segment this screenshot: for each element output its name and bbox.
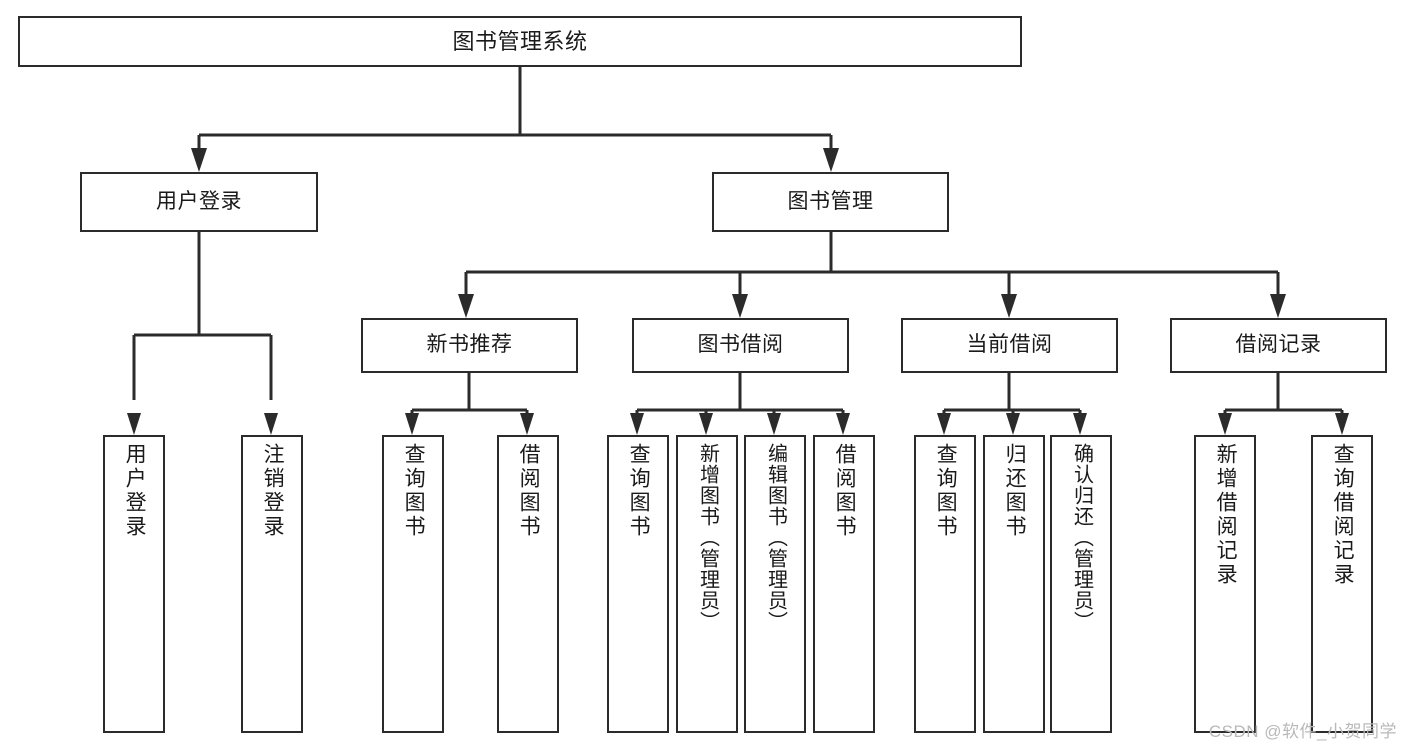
leaf-add-borrow-record[interactable]: 新增借阅记录 [1194, 435, 1256, 733]
leaf-borrow-book-recommend[interactable]: 借阅图书 [497, 435, 559, 733]
node-label: 图书借阅 [697, 333, 784, 357]
leaf-add-book-admin[interactable]: 新增图书（管理员） [676, 435, 738, 733]
leaf-logout[interactable]: 注销登录 [241, 435, 303, 733]
leaf-query-borrow-record[interactable]: 查询借阅记录 [1311, 435, 1373, 733]
leaf-confirm-return-admin[interactable]: 确认归还（管理员） [1050, 435, 1112, 733]
node-label: 新增图书（管理员） [696, 443, 719, 632]
node-root-system[interactable]: 图书管理系统 [18, 16, 1022, 67]
node-label: 新增借阅记录 [1214, 443, 1238, 587]
node-label: 借阅记录 [1235, 333, 1322, 357]
leaf-query-book-recommend[interactable]: 查询图书 [382, 435, 444, 733]
node-label: 归还图书 [1003, 443, 1027, 539]
node-book-borrow[interactable]: 图书借阅 [632, 318, 849, 373]
node-label: 查询借阅记录 [1331, 443, 1355, 587]
leaf-user-login[interactable]: 用户登录 [103, 435, 165, 733]
node-label: 借阅图书 [833, 443, 857, 539]
node-label: 编辑图书（管理员） [764, 443, 787, 632]
node-label: 查询图书 [627, 443, 651, 539]
leaf-return-book[interactable]: 归还图书 [983, 435, 1045, 733]
csdn-watermark: CSDN @软件_小贺同学 [1208, 722, 1397, 741]
node-label: 当前借阅 [966, 333, 1053, 357]
node-user-login[interactable]: 用户登录 [80, 172, 318, 232]
node-label: 注销登录 [261, 443, 285, 539]
node-borrow-record[interactable]: 借阅记录 [1170, 318, 1387, 373]
leaf-borrow-book[interactable]: 借阅图书 [813, 435, 875, 733]
node-label: 查询图书 [402, 443, 426, 539]
node-label: 用户登录 [123, 443, 147, 539]
node-label: 新书推荐 [426, 333, 513, 357]
node-current-borrow[interactable]: 当前借阅 [901, 318, 1118, 373]
leaf-query-book-borrow[interactable]: 查询图书 [607, 435, 669, 733]
node-label: 图书管理 [787, 189, 874, 213]
node-label: 确认归还（管理员） [1070, 443, 1093, 632]
node-book-management[interactable]: 图书管理 [712, 172, 949, 232]
node-label: 借阅图书 [517, 443, 541, 539]
leaf-query-book-current[interactable]: 查询图书 [914, 435, 976, 733]
leaf-edit-book-admin[interactable]: 编辑图书（管理员） [744, 435, 806, 733]
node-label: 查询图书 [934, 443, 958, 539]
node-label: 图书管理系统 [452, 28, 588, 54]
node-new-book-recommend[interactable]: 新书推荐 [361, 318, 578, 373]
node-label: 用户登录 [156, 189, 242, 213]
